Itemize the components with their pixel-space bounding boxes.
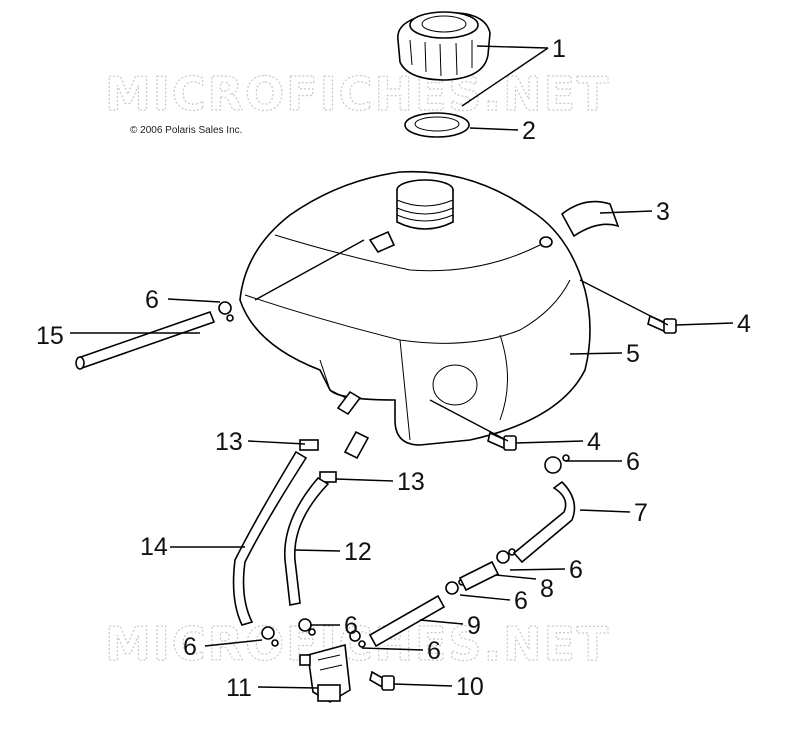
callout-6-vent: 6 — [145, 286, 159, 314]
callout-6-valve-top: 6 — [344, 612, 358, 640]
fuel-valve-part — [299, 643, 351, 703]
fuel-hose-9-part — [368, 594, 446, 648]
callout-12: 12 — [344, 538, 372, 566]
callout-9: 9 — [467, 612, 481, 640]
mounting-screw-lower — [487, 431, 517, 451]
valve-screw-part — [369, 670, 395, 691]
callout-labels: 1 2 3 4 15 6 5 13 4 6 13 7 14 12 6 8 6 9… — [36, 35, 751, 702]
callout-7: 7 — [634, 499, 648, 527]
mounting-screw-upper — [647, 314, 677, 334]
fuel-hose-14-part — [232, 450, 308, 626]
callout-13-lower: 13 — [397, 468, 425, 496]
callout-6-hose8: 6 — [569, 556, 583, 584]
fuel-hose-8-part — [458, 560, 500, 592]
callout-4-lower: 4 — [587, 428, 601, 456]
watermark-top: MICROFICHES.NET — [105, 67, 610, 121]
fuel-hose-7-part — [512, 480, 576, 564]
watermark-bottom: MICROFICHES.NET — [105, 617, 610, 671]
callout-6-valve-right: 6 — [427, 637, 441, 665]
fuel-cap-part — [397, 11, 491, 81]
callout-8: 8 — [540, 575, 554, 603]
callout-6-right: 6 — [626, 448, 640, 476]
callout-1: 1 — [552, 35, 566, 63]
callout-15: 15 — [36, 322, 64, 350]
callout-11: 11 — [226, 674, 252, 702]
callout-4-upper: 4 — [737, 310, 751, 338]
callout-3: 3 — [656, 198, 670, 226]
hose-clips — [299, 439, 337, 483]
callout-6-left: 6 — [183, 633, 197, 661]
cap-gasket-part — [404, 112, 470, 138]
fuel-tank-part — [239, 170, 591, 460]
callout-2: 2 — [522, 117, 536, 145]
vent-hose-part — [75, 310, 216, 370]
callout-6-hose9: 6 — [514, 587, 528, 615]
fuel-hose-12-part — [283, 476, 330, 606]
callout-10: 10 — [456, 673, 484, 701]
leader-lines — [70, 45, 734, 689]
callout-14: 14 — [140, 533, 168, 561]
callout-5: 5 — [626, 340, 640, 368]
callout-13-upper: 13 — [215, 428, 243, 456]
tank-pad-part — [560, 200, 620, 238]
copyright-notice: © 2006 Polaris Sales Inc. — [130, 125, 242, 136]
